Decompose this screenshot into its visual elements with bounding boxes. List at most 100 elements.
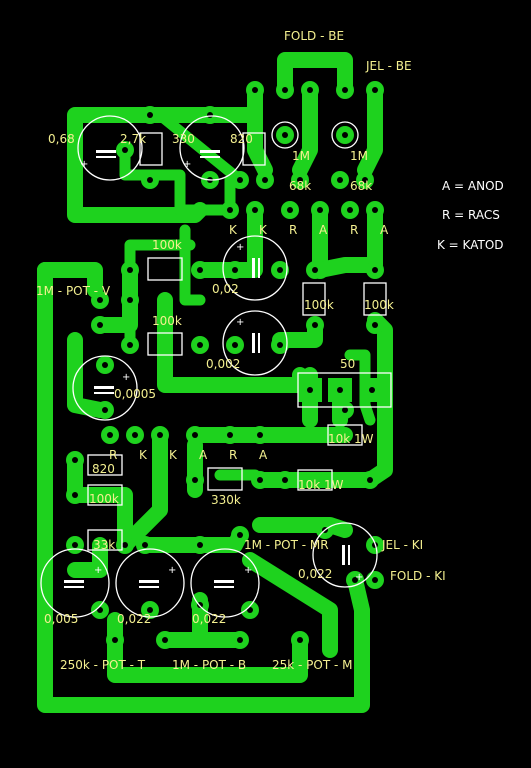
- resistor-outline-100k-low: [87, 484, 123, 506]
- tube-pin-bottom-6: A: [259, 448, 268, 462]
- drill-hole: [197, 267, 203, 273]
- label-pot-mr: 1M - POT - MR: [244, 538, 329, 552]
- drill-hole: [122, 542, 128, 548]
- label-c-0022-a: 0,022: [117, 612, 151, 626]
- trace-68k-b: [357, 82, 383, 178]
- drill-hole: [232, 267, 238, 273]
- tube-pin-bottom-3: K: [169, 448, 178, 462]
- drill-hole: [112, 637, 118, 643]
- label-r-27k: 2,7k: [120, 132, 146, 146]
- label-r-100k-2: 100k: [152, 314, 182, 328]
- trace-c002: [192, 202, 263, 278]
- drill-hole: [277, 342, 283, 348]
- connector-label-fold-ki: FOLD - KI: [390, 569, 446, 583]
- label-r-33k: 33k: [93, 538, 115, 552]
- resistor-outline-100k-2: [147, 332, 183, 356]
- capacitor-outline-022-b: [190, 548, 260, 618]
- resistor-outline-820: [242, 132, 266, 166]
- drill-hole: [312, 322, 318, 328]
- trace-anode-top: [312, 202, 383, 278]
- legend-anod: A = ANOD: [442, 179, 504, 193]
- capacitor-outline-068: [77, 115, 143, 181]
- svg-text:+: +: [244, 565, 252, 576]
- drill-hole: [307, 87, 313, 93]
- drill-hole: [369, 387, 375, 393]
- drill-hole: [197, 342, 203, 348]
- trace-68k-a: [292, 82, 318, 178]
- drill-hole: [287, 207, 293, 213]
- label-r-10k-1w-a: 10k 1W: [328, 432, 374, 446]
- drill-hole: [252, 87, 258, 93]
- labels: FOLD - BE JEL - BE JEL - KI FOLD - KI A …: [36, 29, 504, 672]
- drill-hole: [107, 432, 113, 438]
- label-pot-m: 25k - POT - M: [272, 658, 353, 672]
- tube-pin-top-5: R: [350, 223, 358, 237]
- trace-k-link: [179, 224, 206, 306]
- drill-hole: [207, 112, 213, 118]
- drill-hole: [237, 177, 243, 183]
- label-r-820-top: 820: [230, 132, 253, 146]
- drill-hole: [192, 477, 198, 483]
- trace-kk: [117, 427, 168, 553]
- tube-pin-bottom-2: K: [139, 448, 148, 462]
- resistor-outline-100k-1: [147, 257, 183, 281]
- pads: [66, 81, 384, 649]
- label-r-330: 330: [172, 132, 195, 146]
- resistor-outline-330k: [207, 467, 243, 491]
- label-r-330k: 330k: [211, 493, 241, 507]
- tube-pin-labels-top: K K R A R A: [229, 223, 389, 237]
- resistor-outline-100k-v2: [363, 282, 387, 316]
- tube-pin-labels-bottom: R K K A R A: [109, 448, 268, 462]
- drill-hole: [127, 267, 133, 273]
- drill-hole: [317, 207, 323, 213]
- resistor-outline-10k-b: [297, 469, 333, 491]
- drill-hole: [372, 322, 378, 328]
- drill-hole: [157, 432, 163, 438]
- svg-text:+: +: [183, 159, 191, 170]
- drill-hole: [257, 477, 263, 483]
- label-pot-t: 250k - POT - T: [60, 658, 146, 672]
- drill-hole: [227, 432, 233, 438]
- drill-hole: [127, 342, 133, 348]
- tube-pin-bottom-5: R: [229, 448, 237, 462]
- label-c-0002: 0,002: [206, 357, 240, 371]
- drill-hole: [102, 407, 108, 413]
- drill-hole: [337, 177, 343, 183]
- label-r-100k-1: 100k: [152, 238, 182, 252]
- label-r-100k-low: 100k: [89, 492, 119, 506]
- silkscreen-outlines: + + + + + + + + +: [40, 115, 392, 618]
- capacitor-polarity-marks: [64, 150, 350, 588]
- capacitor-outline-022-out: [312, 522, 378, 588]
- resistor-outline-27k: [139, 132, 163, 166]
- tube-pin-top-1: K: [229, 223, 238, 237]
- drill-hole: [162, 637, 168, 643]
- drill-hole: [247, 607, 253, 613]
- capacitor-outline-00005: [72, 355, 138, 421]
- drill-hole: [307, 387, 313, 393]
- label-r-68k-a: 68k: [289, 179, 311, 193]
- trimmer-outline-50: [297, 372, 392, 408]
- ground-trace-top: [37, 262, 103, 298]
- plus-signs: + + + + + + + + +: [80, 159, 363, 583]
- drill-hole: [372, 267, 378, 273]
- connector-label-jel-ki: JEL - KI: [381, 538, 423, 552]
- svg-text:+: +: [168, 565, 176, 576]
- drill-hole: [352, 577, 358, 583]
- svg-text:+: +: [80, 159, 88, 170]
- drill-hole: [282, 87, 288, 93]
- label-c-0022-b: 0,022: [192, 612, 226, 626]
- label-c-068: 0,68: [48, 132, 75, 146]
- drill-hole: [127, 297, 133, 303]
- drill-hole: [342, 407, 348, 413]
- drill-hole: [252, 207, 258, 213]
- fold-be-trace: [277, 52, 353, 98]
- label-c-0022-out: 0,022: [298, 567, 332, 581]
- svg-text:+: +: [236, 242, 244, 253]
- drill-hole: [237, 637, 243, 643]
- tube-pin-top-2: K: [259, 223, 268, 237]
- tube-pin-top-3: R: [289, 223, 297, 237]
- label-pot-v: 1M - POT - V: [36, 284, 111, 298]
- drill-hole: [132, 432, 138, 438]
- drill-hole: [97, 322, 103, 328]
